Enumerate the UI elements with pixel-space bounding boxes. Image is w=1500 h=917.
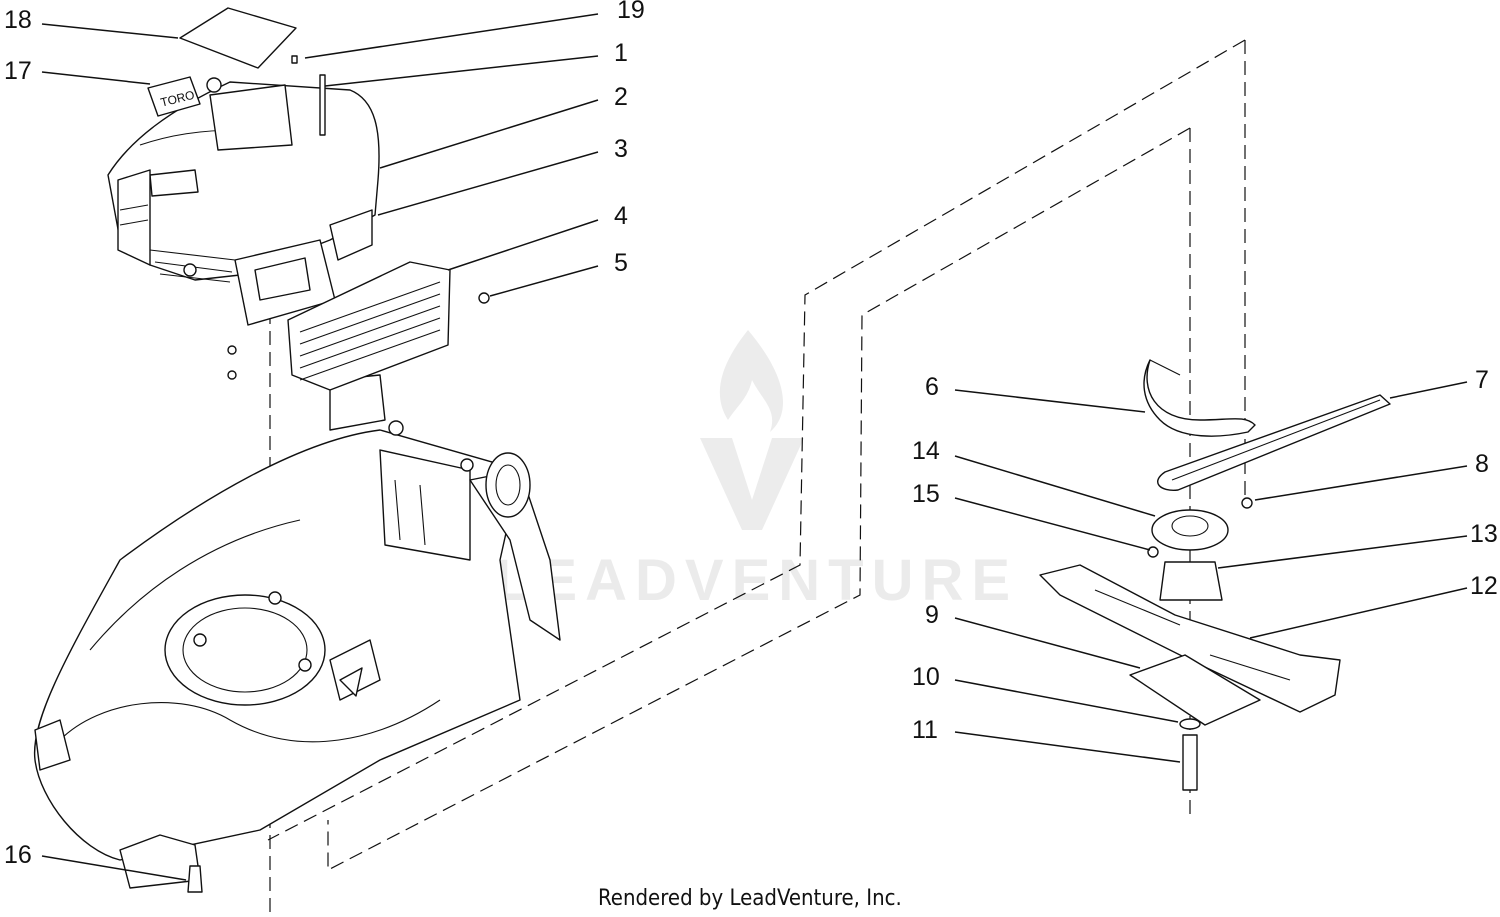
blade-adapter: [1159, 561, 1223, 601]
rear-shield: [287, 261, 451, 391]
callout-16: 16: [4, 841, 32, 869]
leader-lines: [41, 13, 1468, 881]
screw-8: [1241, 497, 1253, 509]
flame-logo-icon: [719, 330, 783, 432]
bolt-11: [1182, 734, 1198, 791]
v-logo-icon: [700, 438, 804, 530]
callout-12: 12: [1470, 572, 1498, 600]
screw-5: [478, 292, 490, 304]
callout-1: 1: [614, 39, 628, 67]
key-15: [1147, 546, 1159, 558]
callout-3: 3: [614, 135, 628, 163]
callout-6: 6: [925, 373, 939, 401]
washer-10: [1179, 718, 1201, 730]
pulley: [1151, 509, 1229, 551]
callout-11: 11: [912, 716, 938, 744]
leadventure-watermark: LEADVENTURE: [495, 330, 1018, 613]
belt-guard: [1143, 359, 1256, 437]
callout-13: 13: [1470, 520, 1498, 548]
screw-left-b: [227, 370, 237, 380]
callout-4: 4: [614, 202, 628, 230]
screw-left-a: [227, 345, 237, 355]
callout-2: 2: [614, 83, 628, 111]
callout-8: 8: [1475, 450, 1489, 478]
engine: [107, 74, 380, 326]
callout-labels: 18 17 19 1 2 3 4 5 6 7 8 14 15 13 12 9 1…: [4, 0, 1498, 869]
callout-14: 14: [912, 437, 940, 465]
callout-5: 5: [614, 249, 628, 277]
decal-18: [179, 7, 297, 69]
callout-19: 19: [617, 0, 645, 24]
bolt-16: [187, 865, 203, 893]
callout-10: 10: [912, 663, 940, 691]
mower-deck: [33, 374, 561, 889]
spacer-blade: [1129, 654, 1261, 726]
callout-18: 18: [4, 6, 32, 34]
callout-9: 9: [925, 601, 939, 629]
callout-7: 7: [1475, 366, 1489, 394]
callout-17: 17: [4, 57, 32, 85]
callout-15: 15: [912, 480, 940, 508]
clip-19: [291, 55, 298, 64]
watermark-text: LEADVENTURE: [495, 548, 1018, 613]
rendered-by-credit: Rendered by LeadVenture, Inc.: [598, 886, 902, 911]
toro-badge: TORO: [147, 76, 201, 117]
mower-blade: [1039, 564, 1341, 713]
